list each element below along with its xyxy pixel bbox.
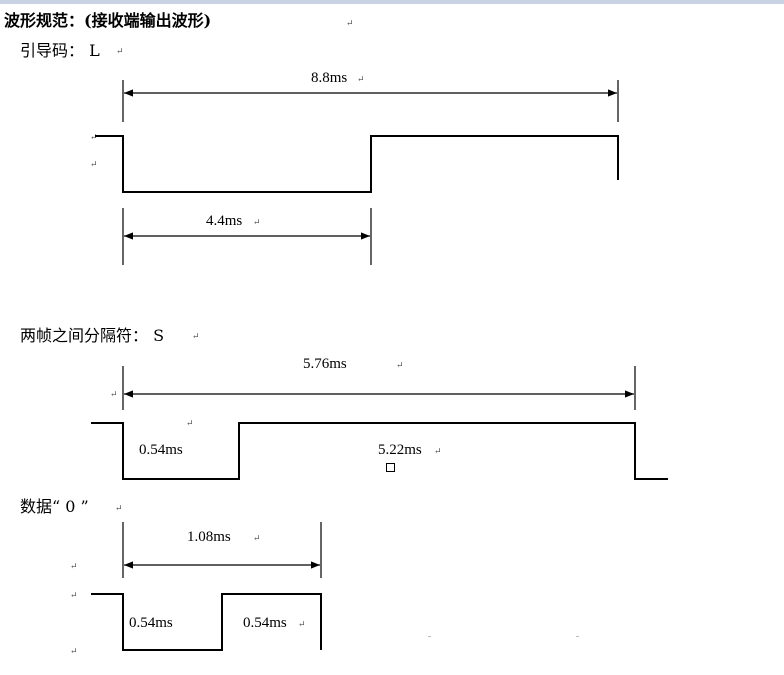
return-mark: ↵ bbox=[357, 75, 365, 85]
return-mark: ↵ bbox=[346, 19, 354, 29]
return-mark: ↵ bbox=[396, 361, 404, 371]
return-mark: ↵ bbox=[115, 504, 123, 514]
return-mark: ↵ bbox=[253, 534, 261, 544]
data-zero-total-duration: 1.08ms bbox=[187, 529, 231, 545]
faint-specks bbox=[428, 636, 579, 637]
return-mark: ↵ bbox=[70, 562, 78, 572]
page-title: 波形规范：(接收端输出波形) bbox=[4, 11, 212, 30]
data-zero-high-duration: 0.54ms bbox=[243, 615, 287, 631]
window-top-border bbox=[0, 0, 784, 4]
leader-dimension-lines bbox=[122, 80, 619, 265]
return-mark: ↵ bbox=[70, 591, 78, 601]
return-mark: ↵ bbox=[434, 447, 442, 457]
data-zero-low-duration: 0.54ms bbox=[129, 615, 173, 631]
return-mark: ↵ bbox=[90, 133, 98, 143]
return-mark: ↵ bbox=[110, 390, 118, 400]
data-zero-label: 数据“ 0 ” bbox=[20, 497, 89, 516]
anchor-marker bbox=[386, 463, 395, 472]
return-mark: ↵ bbox=[70, 647, 78, 657]
leader-waveform bbox=[95, 135, 619, 193]
return-mark: ↵ bbox=[192, 332, 200, 342]
return-mark: ↵ bbox=[90, 160, 98, 170]
separator-waveform bbox=[91, 422, 668, 480]
return-mark: ↵ bbox=[186, 419, 194, 429]
separator-low-duration: 0.54ms bbox=[139, 442, 183, 458]
data-zero-dimension-lines bbox=[122, 522, 322, 578]
separator-total-duration: 5.76ms bbox=[303, 356, 347, 372]
return-mark: ↵ bbox=[116, 47, 124, 57]
data-zero-waveform bbox=[91, 593, 322, 651]
separator-high-duration: 5.22ms bbox=[378, 442, 422, 458]
leader-code-label: 引导码： L bbox=[20, 41, 100, 60]
separator-dimension-lines bbox=[122, 366, 636, 410]
frame-separator-label: 两帧之间分隔符： S bbox=[20, 326, 165, 345]
leader-low-duration: 4.4ms bbox=[206, 213, 243, 229]
return-mark: ↵ bbox=[298, 620, 306, 630]
return-mark: ↵ bbox=[253, 218, 261, 228]
leader-total-duration: 8.8ms bbox=[311, 70, 348, 86]
